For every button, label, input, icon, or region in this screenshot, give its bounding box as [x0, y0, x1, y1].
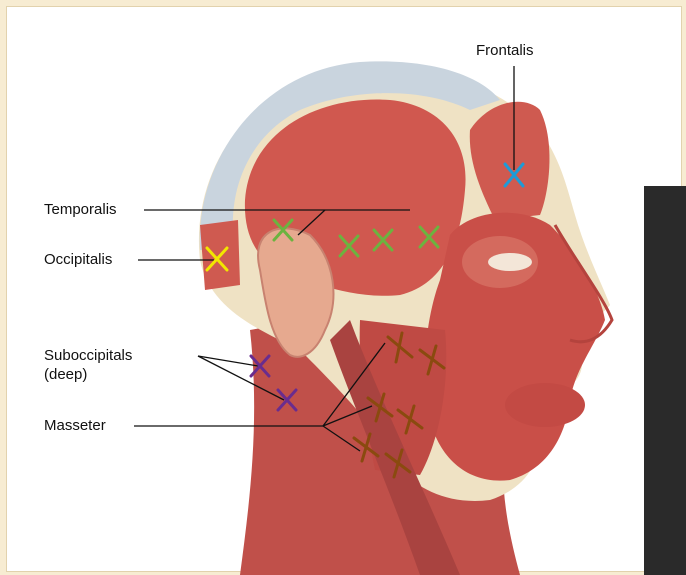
masseter-label: Masseter [44, 417, 106, 435]
temporalis-label: Temporalis [44, 201, 117, 219]
suboccipitals-sublabel: (deep) [44, 366, 87, 384]
frontalis-label: Frontalis [476, 42, 534, 60]
photo-edge [644, 186, 686, 575]
suboccipitals-label: Suboccipitals [44, 347, 132, 365]
mouth [505, 383, 585, 427]
occipitalis-label: Occipitalis [44, 251, 112, 269]
eye [488, 253, 532, 271]
